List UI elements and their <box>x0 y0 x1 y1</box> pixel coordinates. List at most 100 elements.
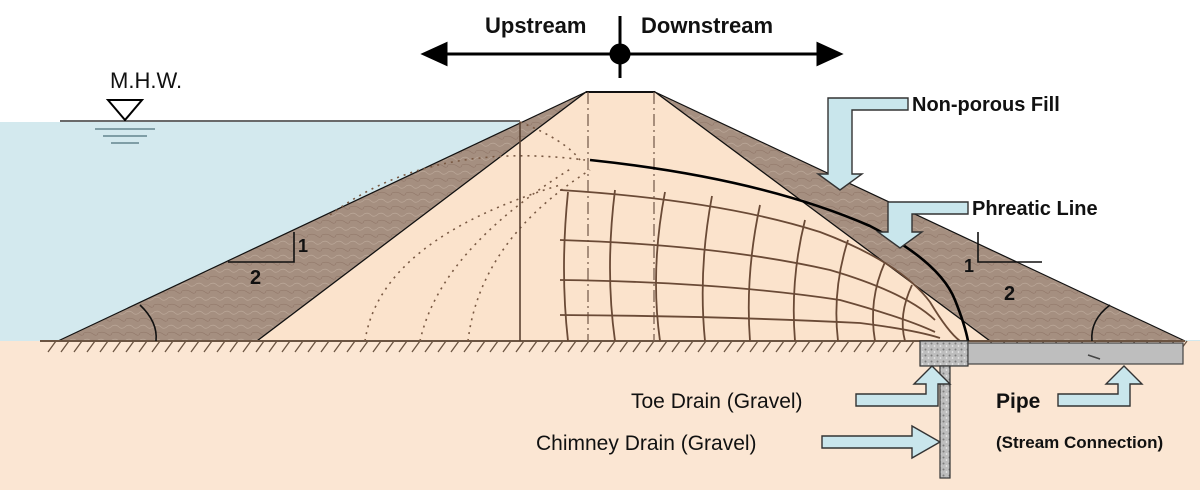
ground-hatch-mark <box>866 340 876 353</box>
ground-hatch-mark <box>658 340 668 353</box>
ground-hatch-mark <box>593 340 603 353</box>
ground-hatch-mark <box>333 340 343 353</box>
ground-hatch-mark <box>892 340 902 353</box>
ground-hatch-mark <box>749 340 759 353</box>
ground-hatch-mark <box>541 340 551 353</box>
flow-net-dotted <box>329 121 591 342</box>
ground-hatch-mark <box>450 340 460 353</box>
ground-hatch-mark <box>268 340 278 353</box>
ground-hatch-mark <box>437 340 447 353</box>
ground-hatch-mark <box>827 340 837 353</box>
ground-hatch-mark <box>580 340 590 353</box>
ground-hatch-mark <box>502 340 512 353</box>
ground-hatch-mark <box>814 340 824 353</box>
pipe-flow-mark <box>1087 354 1101 360</box>
non-porous-fill-callout-arrow <box>815 97 909 191</box>
pipe-callout-arrow <box>1057 365 1144 407</box>
downstream-label: Downstream <box>641 13 773 38</box>
ground-hatch-mark <box>671 340 681 353</box>
ground-hatch-mark <box>320 340 330 353</box>
upstream-label: Upstream <box>485 13 586 38</box>
ground-hatch-mark <box>775 340 785 353</box>
ground-hatch-mark <box>736 340 746 353</box>
ground-hatch-mark <box>554 340 564 353</box>
toe-drain <box>919 340 969 367</box>
ground-hatch-mark <box>60 340 70 353</box>
phreatic-line-label: Phreatic Line <box>972 198 1098 220</box>
upstream-slope-indicator <box>228 232 295 263</box>
ground-hatch-mark <box>801 340 811 353</box>
ground-hatch-mark <box>138 340 148 353</box>
ground-hatch-mark <box>73 340 83 353</box>
ground-hatch-mark <box>151 340 161 353</box>
toe-drain-callout-arrow <box>855 365 952 407</box>
upstream-toe-arc <box>139 304 157 342</box>
ground-hatch-mark <box>567 340 577 353</box>
ground-hatch-mark <box>216 340 226 353</box>
downstream-slope-rise: 1 <box>964 256 974 276</box>
ground-hatch-mark <box>203 340 213 353</box>
ground-hatch-mark <box>697 340 707 353</box>
ground-hatch-mark <box>645 340 655 353</box>
direction-arrow-icon <box>420 16 844 78</box>
foundation-soil <box>0 341 1200 490</box>
ground-hatch-mark <box>398 340 408 353</box>
ground-hatch-mark <box>879 340 889 353</box>
ground-hatch-mark <box>528 340 538 353</box>
ground-hatch-mark <box>164 340 174 353</box>
ground-hatch-mark <box>372 340 382 353</box>
ground-hatch-mark <box>606 340 616 353</box>
ground-hatch-mark <box>619 340 629 353</box>
ground-hatch-mark <box>294 340 304 353</box>
ground-hatch-mark <box>840 340 850 353</box>
upstream-slope-rise: 1 <box>298 236 308 256</box>
chimney-drain-callout-arrow <box>821 424 942 460</box>
ground-hatch-mark <box>424 340 434 353</box>
ground-hatch-mark <box>99 340 109 353</box>
pipe-label: Pipe <box>996 390 1040 413</box>
ground-hatch-mark <box>125 340 135 353</box>
downstream-toe-arc <box>1091 304 1111 342</box>
ground-hatch-mark <box>762 340 772 353</box>
ground-hatch-mark <box>242 340 252 353</box>
ground-hatch-mark <box>684 340 694 353</box>
downstream-slope-run: 2 <box>1004 283 1015 305</box>
downstream-slope-indicator <box>977 232 1042 263</box>
phreatic-line <box>589 158 970 342</box>
ground-hatch-mark <box>307 340 317 353</box>
ground-hatch-mark <box>229 340 239 353</box>
ground-hatch-mark <box>632 340 642 353</box>
ground-hatch-mark <box>281 340 291 353</box>
ground-hatch-mark <box>86 340 96 353</box>
ground-hatch-mark <box>853 340 863 353</box>
ground-hatch-mark <box>515 340 525 353</box>
ground-hatch-mark <box>463 340 473 353</box>
ground-hatch-mark <box>411 340 421 353</box>
ground-hatch-mark <box>710 340 720 353</box>
ground-hatch-mark <box>190 340 200 353</box>
ground-hatch-mark <box>385 340 395 353</box>
flow-net-solid <box>559 189 961 342</box>
non-porous-fill-label: Non-porous Fill <box>912 94 1060 116</box>
upstream-slope-run: 2 <box>250 267 261 289</box>
ground-hatch-mark <box>47 340 57 353</box>
chimney-drain-label: Chimney Drain (Gravel) <box>536 432 757 455</box>
chimney-drain <box>939 365 951 479</box>
water-level-icon <box>95 99 155 144</box>
ground-hatch-mark <box>788 340 798 353</box>
ground-hatch-mark <box>255 340 265 353</box>
ground-hatch-mark <box>905 340 915 353</box>
phreatic-line-callout-arrow <box>875 201 969 249</box>
ground-hatch-mark <box>476 340 486 353</box>
outlet-pipe <box>967 342 1184 365</box>
ground-hatch-mark <box>489 340 499 353</box>
water-level-label: M.H.W. <box>110 68 182 93</box>
ground-hatch-mark <box>177 340 187 353</box>
ground-hatch-mark <box>723 340 733 353</box>
ground-hatch-mark <box>112 340 122 353</box>
ground-hatch-mark <box>346 340 356 353</box>
ground-hatch-mark <box>359 340 369 353</box>
toe-drain-label: Toe Drain (Gravel) <box>631 390 803 413</box>
